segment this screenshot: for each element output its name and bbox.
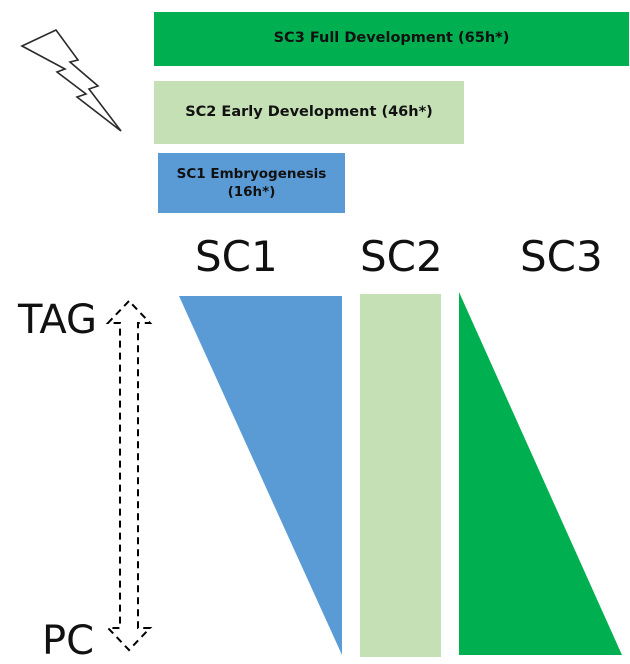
sc3-gradient-shape (459, 292, 622, 655)
stage-label-sc2: SC2 (360, 232, 443, 281)
stage-label-sc3: SC3 (520, 232, 603, 281)
sc3-full-development-bar: SC3 Full Development (65h*) (154, 12, 629, 66)
axis-label-tag: TAG (18, 297, 97, 343)
stage-label-sc1: SC1 (195, 232, 278, 281)
sc1-gradient-shape (179, 296, 342, 655)
lightning-bolt-icon (20, 28, 122, 132)
sc2-early-development-bar: SC2 Early Development (46h*) (154, 81, 464, 144)
sc1-embryogenesis-bar: SC1 Embryogenesis (16h*) (158, 153, 345, 213)
tag-pc-gradient-arrow (105, 299, 153, 652)
axis-label-pc: PC (42, 618, 95, 664)
sc2-uniform-shape (360, 294, 441, 657)
